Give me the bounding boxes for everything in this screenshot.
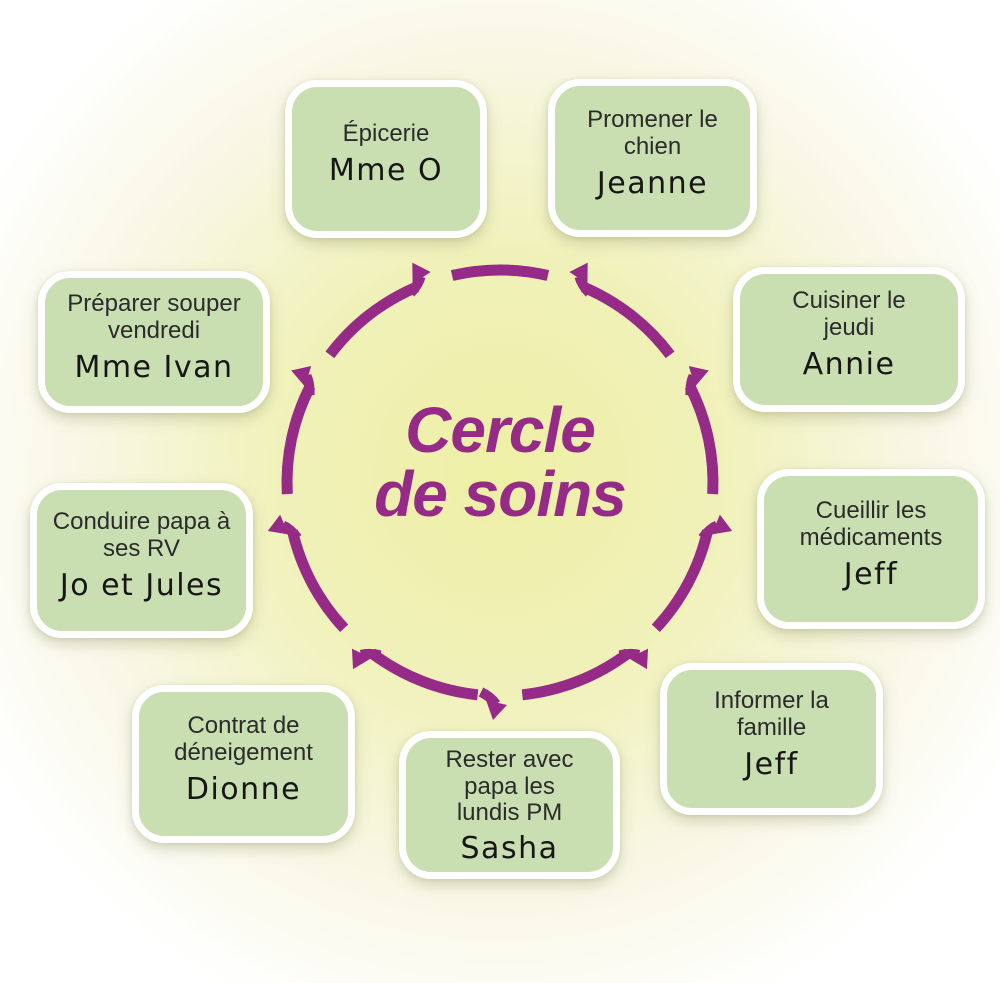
task-card-conduire-papa: Conduire papa à ses RV Jo et Jules [30,483,253,638]
person-name: Mme O [328,153,444,189]
task-label: Épicerie [342,120,430,148]
task-card-rester-avec-papa: Rester avec papa les lundis PM Sasha [399,731,620,879]
person-name: Jeff [843,556,899,592]
task-label: Promener le chien [587,105,718,160]
task-card-epicerie: Épicerie Mme O [285,80,487,238]
diagram-title-line2: de soins [374,458,627,530]
task-card-promener-chien: Promener le chien Jeanne [548,79,757,237]
task-card-contrat-deneigement: Contrat de déneigement Dionne [132,685,355,843]
person-name: Sasha [460,831,559,867]
diagram-title-line1: Cercle [405,394,596,466]
task-label: Contrat de déneigement [174,711,313,766]
task-card-preparer-souper: Préparer souper vendredi Mme Ivan [38,271,270,413]
person-name: Dionne [185,771,302,807]
task-label: Informer la famille [714,686,829,741]
task-label: Rester avec papa les lundis PM [445,746,574,826]
task-card-cuisiner-jeudi: Cuisiner le jeudi Annie [733,267,965,412]
person-name: Annie [802,347,896,383]
diagram-title: Cercle de soins [374,394,627,530]
person-name: Jo et Jules [59,568,224,604]
person-name: Jeanne [596,165,709,201]
task-label: Conduire papa à ses RV [52,508,231,563]
person-name: Jeff [744,746,799,782]
task-card-cueillir-medicaments: Cueillir les médicaments Jeff [757,469,985,629]
task-label: Cuisiner le jeudi [792,287,906,342]
task-card-informer-famille: Informer la famille Jeff [660,663,883,815]
person-name: Mme Ivan [74,349,234,385]
task-label: Préparer souper vendredi [67,289,241,344]
task-label: Cueillir les médicaments [799,496,943,551]
